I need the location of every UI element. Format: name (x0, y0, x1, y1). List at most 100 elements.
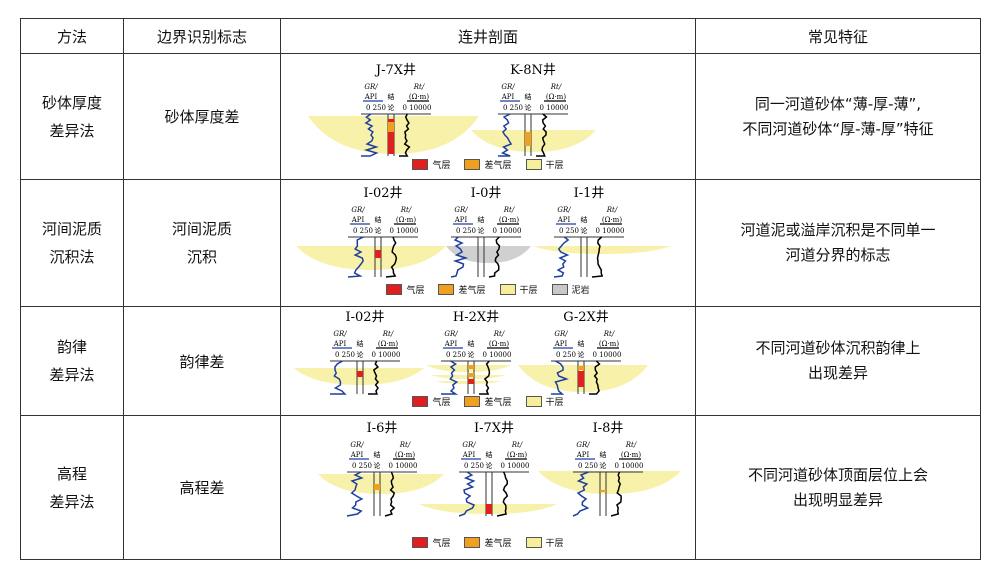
rt-scale: 0 10000 (540, 104, 569, 112)
rt-scale: 0 10000 (501, 462, 530, 470)
conclusion-label: 论 (600, 461, 607, 470)
gr-label: GR/ (557, 206, 571, 214)
method-text: 砂体厚度 (41, 93, 102, 112)
legend-swatch (464, 537, 481, 548)
legend-item-dry: 干层 (499, 283, 538, 296)
header-feature: 常见特征 (695, 18, 981, 54)
conclusion-label: 论 (525, 103, 532, 112)
gr-curve (347, 236, 364, 278)
legend-item-mudstone: 泥岩 (551, 283, 590, 296)
conclusion-label: 结 (357, 339, 364, 348)
rt-label: Rt/ (382, 330, 394, 338)
conclusion-label: 论 (486, 461, 493, 470)
rt-curve (589, 360, 601, 395)
legend-swatch (386, 284, 403, 295)
legend-label: 差气层 (484, 161, 512, 171)
rt-unit: (Ω·m) (489, 340, 509, 348)
rt-label: Rt/ (511, 441, 523, 449)
gr-curve (458, 471, 476, 517)
marker-cell: 高程差 (123, 415, 281, 560)
rt-scale: 0 10000 (483, 351, 512, 359)
gr-scale: 0 250 (456, 227, 476, 235)
feature-text: 出现明显差异 (792, 490, 883, 509)
legend-label: 干层 (545, 161, 564, 171)
rt-scale: 0 10000 (403, 104, 432, 112)
well-name: I-1井 (574, 186, 605, 201)
gas-layer-mark (375, 250, 381, 258)
rt-unit: (Ω·m) (546, 93, 566, 101)
gr-unit: API (501, 93, 515, 101)
legend-item-gas: 气层 (386, 283, 424, 296)
legend-swatch (551, 284, 568, 295)
method-text: 差异法 (49, 492, 95, 511)
feature-text: 河道分界的标志 (785, 246, 891, 264)
rt-label: Rt/ (606, 206, 618, 214)
rt-curve (536, 113, 548, 157)
gr-unit: API (444, 340, 458, 348)
conclusion-label: 结 (525, 92, 532, 101)
legend-label: 泥岩 (571, 286, 590, 296)
legend-label: 干层 (545, 539, 564, 549)
method-text: 河间泥质 (41, 220, 102, 238)
rt-curve (385, 236, 398, 278)
gr-unit: API (557, 216, 571, 224)
sand-body-lens (296, 246, 446, 270)
feature-cell: 同一河道砂体“薄-厚-薄”, 不同河道砂体“厚-薄-厚”特征 (695, 53, 981, 180)
rt-label: Rt/ (400, 206, 412, 214)
rt-unit: (Ω·m) (499, 216, 519, 224)
legend-item-poor_gas: 差气层 (464, 395, 512, 408)
poor-gas-layer-mark (388, 122, 394, 132)
legend-label: 差气层 (458, 286, 486, 296)
legend-item-poor_gas: 差气层 (438, 283, 486, 296)
marker-text: 河间泥质 (171, 220, 232, 238)
rt-scale: 0 10000 (493, 227, 522, 235)
gr-scale: 0 250 (503, 104, 523, 112)
conclusion-label: 论 (375, 226, 382, 235)
conclusion-label: 结 (600, 450, 607, 459)
conclusion-label: 结 (388, 92, 395, 101)
sand-body-lens (471, 130, 596, 152)
marker-text: 沉积 (186, 248, 217, 266)
rt-scale: 0 10000 (615, 462, 644, 470)
rt-unit: (Ω·m) (602, 216, 622, 224)
method-cell: 河间泥质沉积法 (20, 179, 124, 307)
rt-label: Rt/ (503, 206, 515, 214)
legend-item-dry: 干层 (525, 158, 564, 171)
rt-label: Rt/ (550, 83, 562, 91)
legend: 气层 差气层 干层 泥岩 (281, 283, 695, 296)
feature-text: 不同河道砂体“厚-薄-厚”特征 (742, 119, 934, 138)
gr-unit: API (462, 451, 476, 459)
header-method: 方法 (20, 18, 124, 54)
gr-curve (330, 360, 347, 395)
rt-label: Rt/ (413, 83, 425, 91)
sand-body-lens (538, 471, 681, 494)
legend-label: 气层 (432, 398, 451, 408)
feature-text: 同一河道砂体“薄-厚-薄”, (754, 94, 922, 113)
sand-body-lens (318, 474, 444, 494)
gas-layer-mark (357, 371, 363, 377)
gas-layer-mark (468, 379, 474, 384)
well-name: I-8井 (593, 421, 624, 436)
poor-gas-layer-mark (525, 132, 531, 146)
legend-swatch (412, 396, 429, 407)
gr-label: GR/ (554, 330, 568, 338)
legend-item-dry: 干层 (525, 536, 564, 549)
legend-swatch (438, 284, 455, 295)
rt-scale: 0 10000 (372, 351, 401, 359)
method-text: 沉积法 (49, 248, 95, 266)
well-name: H-2X井 (453, 310, 499, 325)
method-text: 差异法 (49, 121, 95, 140)
mudstone-lens (446, 246, 531, 263)
poor-gas-layer-mark (468, 373, 474, 377)
gr-curve (346, 471, 364, 517)
gr-label: GR/ (351, 206, 365, 214)
conclusion-label: 结 (578, 339, 585, 348)
